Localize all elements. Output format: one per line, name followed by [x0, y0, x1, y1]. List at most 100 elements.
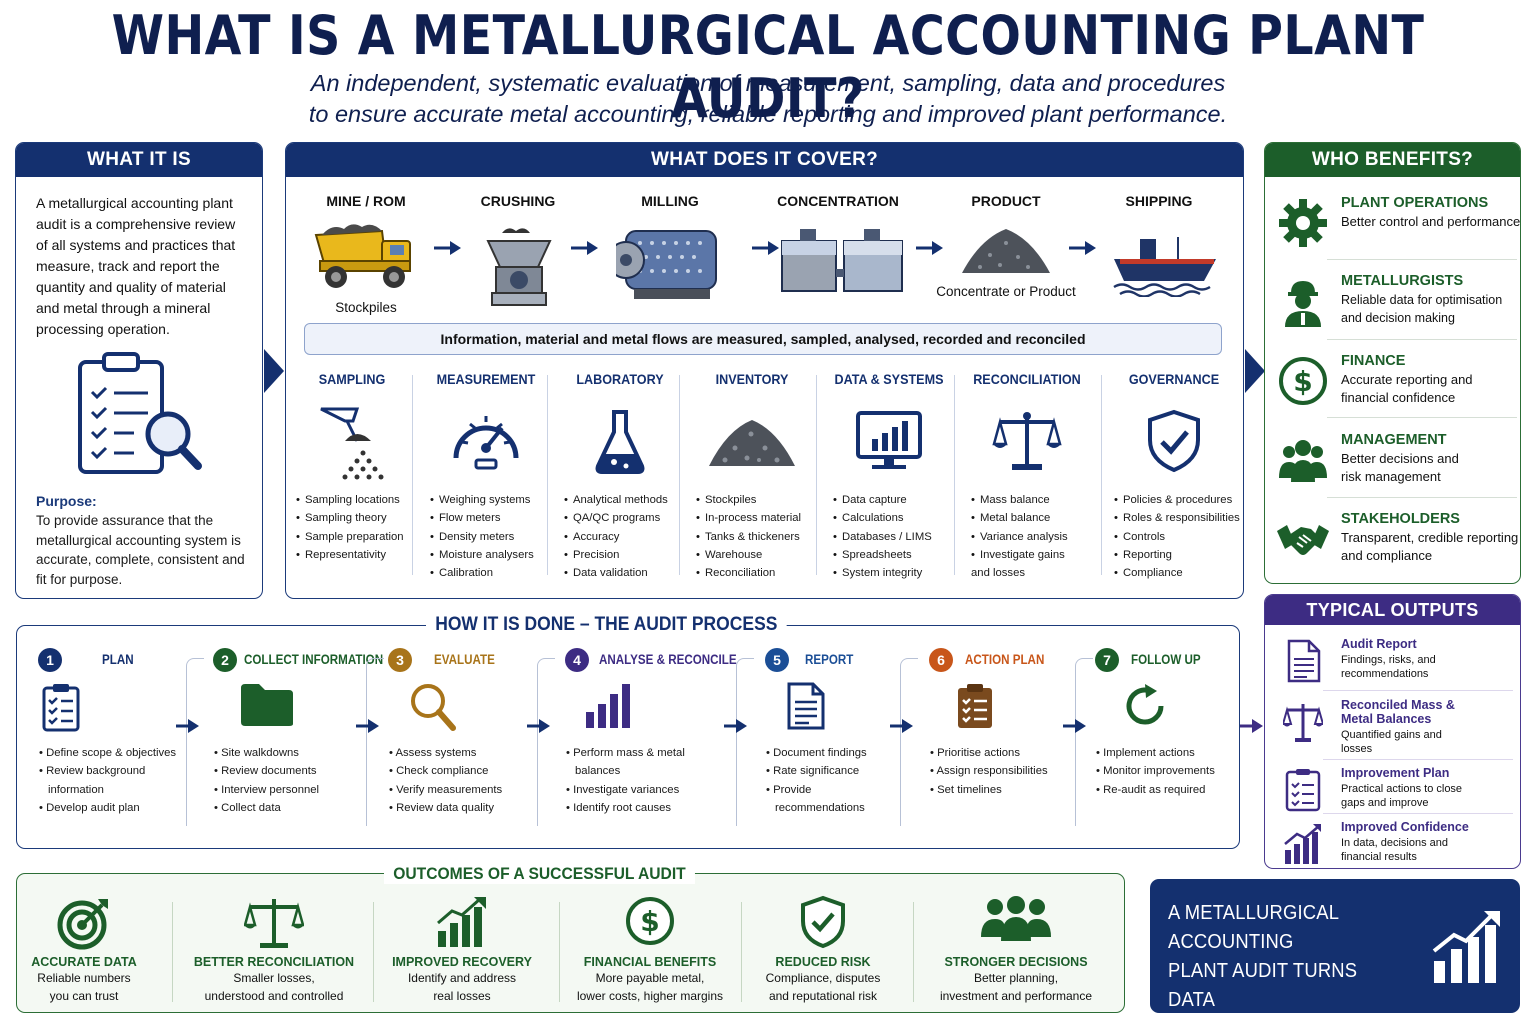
page-subtitle: An independent, systematic evaluation of… [0, 68, 1536, 130]
divider [1323, 759, 1513, 760]
benefit-title: METALLURGISTS [1341, 273, 1464, 289]
scales-icon [1283, 704, 1323, 742]
outcome-title: STRONGER DECISIONS [944, 955, 1088, 969]
area-title: MEASUREMENT [436, 371, 536, 387]
list-item: In-process material [696, 509, 818, 527]
outcomes-heading: OUTCOMES OF A SUCCESSFUL AUDIT [384, 864, 695, 884]
area-title: LABORATORY [576, 371, 664, 387]
benefit-management: MANAGEMENT Better decisions and risk man… [1277, 430, 1520, 506]
closing-callout: A METALLURGICAL ACCOUNTING PLANT AUDIT T… [1150, 879, 1520, 1024]
ball-mill-icon [616, 230, 717, 299]
divider [373, 902, 374, 1002]
divider [559, 902, 560, 1002]
list-item: Provide recommendations [765, 781, 875, 818]
list-item: Analytical methods [564, 491, 686, 509]
outcome-desc-line-2: investment and performance [939, 989, 1093, 1003]
bar-chart-icon [586, 684, 630, 728]
stage-sub-mine: Stockpiles [335, 300, 397, 315]
growth-chart-icon [1284, 824, 1321, 864]
clipboard-search-icon [78, 352, 202, 474]
growth-chart-icon [437, 897, 486, 947]
svg-text:$: $ [640, 905, 659, 938]
dollar-icon: $ [1279, 357, 1327, 405]
output-title: Audit Report [1341, 637, 1417, 651]
benefit-desc: Better control and performance [1341, 214, 1521, 229]
process-arrow-icon [1063, 719, 1086, 733]
list-item: Variance analysis [971, 528, 1093, 546]
svg-text:$: $ [1293, 365, 1312, 398]
outcome-desc-line-1: More payable metal, [595, 971, 705, 985]
area-title: SAMPLING [318, 371, 386, 387]
stage-label-concentration: CONCENTRATION [777, 193, 899, 209]
step-name: REPORT [805, 652, 854, 667]
list-item: Investigate variances [565, 781, 747, 799]
output-desc: Quantified gains and losses [1341, 729, 1442, 755]
step-number: 5 [765, 648, 789, 672]
subtitle-line-1: An independent, systematic evaluation of… [310, 70, 1226, 96]
divider [1323, 813, 1513, 814]
area-data-systems: DATA & SYSTEMS Data capture Calculations… [823, 371, 955, 581]
clipboard-checklist-icon [42, 684, 80, 732]
list-item: Accuracy [564, 528, 686, 546]
step-name: COLLECT INFORMATION [244, 652, 384, 667]
benefit-stakeholders: STAKEHOLDERS Transparent, credible repor… [1277, 509, 1520, 583]
list-item: Interview personnel [213, 781, 395, 799]
list-item: Reporting [1114, 546, 1243, 564]
outcome-improved-recovery: IMPROVED RECOVERY Identify and address r… [372, 895, 552, 1005]
outcome-desc-line-2: and reputational risk [768, 989, 878, 1003]
list-item: Develop audit plan [38, 799, 220, 817]
outcome-title: ACCURATE DATA [31, 955, 137, 969]
coverage-panel: WHAT DOES IT COVER? MINE / ROM CRUSHING … [285, 142, 1244, 599]
list-item: Review background information [38, 762, 158, 799]
what-it-is-text: A metallurgical accounting plant audit i… [36, 195, 236, 337]
step-divider [736, 658, 754, 826]
flow-arrow-icon [916, 241, 943, 255]
subtitle-line-2: to ensure accurate metal accounting, rel… [308, 101, 1228, 127]
coverage-heading: WHAT DOES IT COVER? [286, 143, 1243, 177]
divider [1327, 339, 1517, 340]
list-item: Sample preparation [296, 528, 418, 546]
list-item: Rate significance [765, 762, 947, 780]
outcome-desc-line-1: Identify and address [407, 971, 517, 985]
list-item: Sampling theory [296, 509, 418, 527]
step-divider [900, 658, 918, 826]
step-number: 3 [388, 648, 412, 672]
scales-icon [244, 899, 304, 948]
sample-chute-icon [320, 407, 384, 480]
flask-icon [595, 410, 645, 474]
area-title: DATA & SYSTEMS [834, 371, 944, 387]
step-number: 4 [565, 648, 589, 672]
outcome-desc-line-2: lower costs, higher margins [576, 989, 724, 1003]
area-title: RECONCILIATION [973, 371, 1081, 387]
who-benefits-panel: WHO BENEFITS? PLANT OPERATIONS Better co… [1264, 142, 1521, 584]
step-divider [537, 658, 555, 826]
column-divider [816, 375, 817, 575]
list-item: Stockpiles [696, 491, 818, 509]
list-item: Controls [1114, 528, 1243, 546]
typical-outputs-heading: TYPICAL OUTPUTS [1265, 595, 1520, 625]
process-arrow-icon [527, 719, 550, 733]
dollar-icon: $ [626, 897, 674, 945]
folder-icon [241, 684, 293, 726]
divider [1327, 497, 1517, 498]
step-name: ACTION PLAN [965, 652, 1045, 667]
list-item: Representativity [296, 546, 418, 564]
list-item: Reconciliation [696, 564, 818, 582]
outcome-title: BETTER RECONCILIATION [193, 955, 355, 969]
stage-label-shipping: SHIPPING [1125, 193, 1193, 209]
divider [1327, 259, 1517, 260]
outcome-better-reconciliation: BETTER RECONCILIATION Smaller losses, un… [184, 895, 364, 1005]
outcome-desc-line-2: real losses [433, 989, 491, 1003]
list-item: Verify measurements [388, 781, 570, 799]
list-item: Implement actions [1095, 744, 1277, 762]
report-document-icon [1287, 639, 1321, 683]
area-inventory: INVENTORY Stockpiles In-process material… [686, 371, 818, 581]
list-item: Mass balance [971, 491, 1093, 509]
divider [1323, 690, 1513, 691]
gauge-icon [453, 416, 519, 470]
process-arrow-icon [176, 719, 199, 733]
list-item: Metal balance [971, 509, 1093, 527]
area-measurement: MEASUREMENT Weighing systems Flow meters… [420, 371, 552, 581]
list-item: Prioritise actions [929, 744, 1111, 762]
clipboard-icon [958, 684, 992, 728]
